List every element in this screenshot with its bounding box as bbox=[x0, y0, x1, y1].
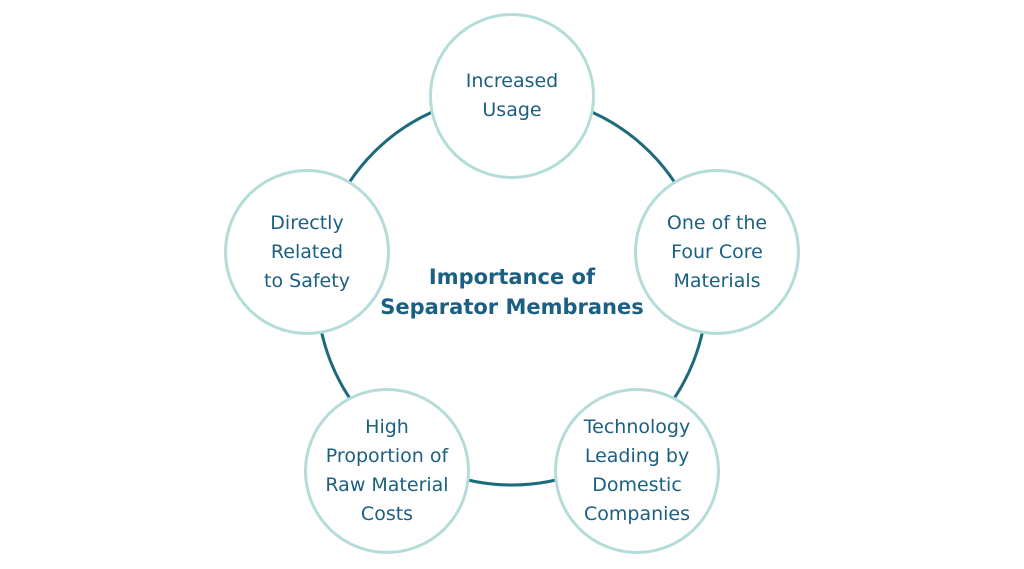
node-domestic-technology: Technology Leading by Domestic Companies bbox=[554, 388, 720, 554]
node-increased-usage: Increased Usage bbox=[429, 13, 595, 179]
center-title: Importance of Separator Membranes bbox=[380, 265, 644, 319]
node-safety: Directly Related to Safety bbox=[224, 169, 390, 335]
node-raw-material-costs: High Proportion of Raw Material Costs bbox=[304, 388, 470, 554]
node-core-materials: One of the Four Core Materials bbox=[634, 169, 800, 335]
